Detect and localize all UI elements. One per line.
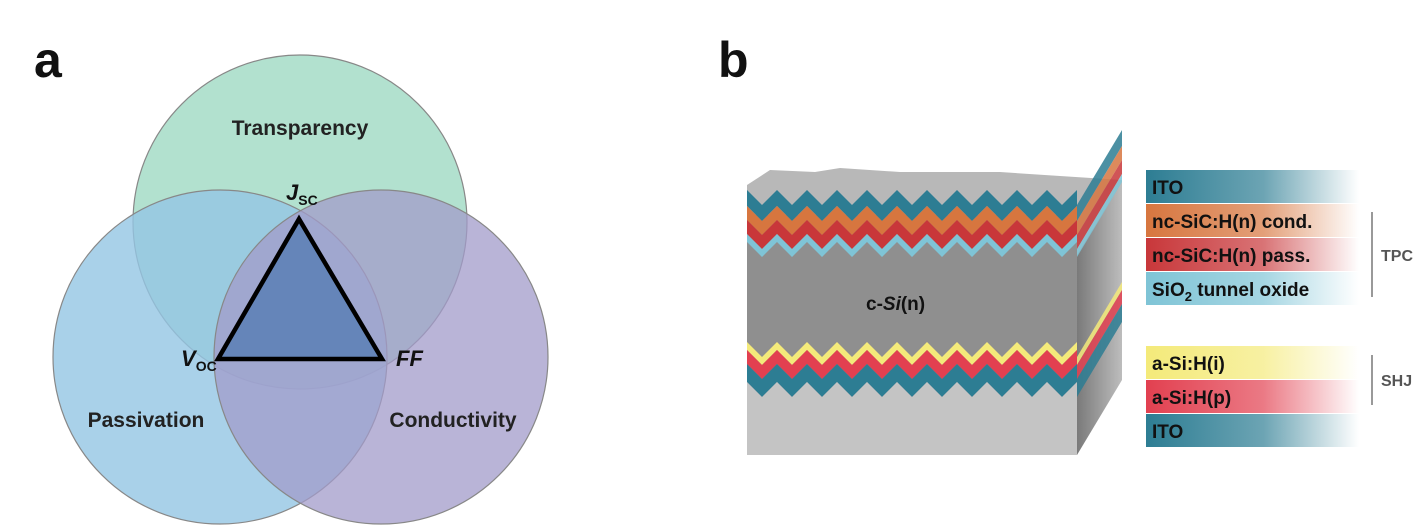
legend-ito-bottom: ITO (1152, 422, 1183, 443)
ff-label: FF (396, 346, 423, 371)
sio2-rest: tunnel oxide (1192, 280, 1309, 301)
legend-nc-pass: nc-SiC:H(n) pass. (1152, 246, 1310, 267)
tpc-label: TPC (1381, 248, 1413, 265)
c-si-label: c-Si(n) (866, 294, 925, 315)
legend-swatch-asi-p (1146, 380, 1359, 413)
cell-side-face (1077, 180, 1122, 455)
side-stripe (1077, 282, 1122, 365)
legend-asi-p: a-Si:H(p) (1152, 388, 1231, 409)
side-stripe (1077, 130, 1122, 221)
zigzag-ito-bottom (747, 364, 1077, 397)
sio2-sub: 2 (1185, 289, 1192, 304)
zigzag-nc-cond (747, 206, 1077, 235)
jsc-sub: SC (298, 192, 317, 208)
legend-swatch-ito-bottom (1146, 414, 1359, 447)
panel-a-label: a (34, 32, 63, 88)
c-si-prefix: c- (866, 294, 883, 315)
bottom-facet (747, 382, 1077, 455)
legend-swatch-nc-cond (1146, 204, 1359, 237)
transparency-label: Transparency (232, 117, 369, 140)
voc-label: VOC (181, 346, 217, 374)
zigzag-nc-pass (747, 220, 1077, 249)
zigzag-layers (747, 190, 1077, 455)
side-stripe (1077, 174, 1122, 257)
sio2-main: SiO (1152, 280, 1185, 301)
passivation-label: Passivation (88, 409, 205, 432)
c-si-suffix: (n) (901, 294, 925, 315)
conductivity-label: Conductivity (389, 409, 516, 432)
zigzag-sio2 (747, 234, 1077, 257)
legend-swatch-ito-top (1146, 170, 1359, 203)
zigzag-ito-top (747, 190, 1077, 221)
legend-ito-top: ITO (1152, 178, 1183, 199)
voc-sub: OC (196, 358, 217, 374)
jsc-main: J (286, 180, 299, 205)
legend-nc-cond: nc-SiC:H(n) cond. (1152, 212, 1312, 233)
venn-diagram: Transparency Passivation Conductivity JS… (52, 54, 549, 525)
metrics-triangle (214, 214, 386, 362)
legend-asi-i: a-Si:H(i) (1152, 354, 1225, 375)
c-si-si: Si (883, 294, 902, 315)
legend-swatch-asi-i (1146, 346, 1359, 379)
panel-b-label: b (718, 32, 749, 88)
side-stripe (1077, 160, 1122, 249)
side-stripe (1077, 304, 1122, 397)
zigzag-asi-p (747, 350, 1077, 379)
legend-sio2: SiO2 tunnel oxide (1152, 280, 1309, 304)
legend-swatch-nc-pass (1146, 238, 1359, 271)
jsc-label: JSC (286, 180, 318, 208)
shj-label: SHJ (1381, 373, 1412, 390)
side-stripe (1077, 146, 1122, 235)
legend-swatch-sio2 (1146, 272, 1359, 305)
voc-main: V (181, 346, 198, 371)
layer-legend: ITO nc-SiC:H(n) cond. nc-SiC:H(n) pass. … (1146, 170, 1413, 447)
side-stripe (1077, 290, 1122, 379)
cell-cross-section: c-Si(n) (747, 130, 1122, 455)
zigzag-asi-i (747, 342, 1077, 365)
side-stripes (1077, 130, 1122, 397)
